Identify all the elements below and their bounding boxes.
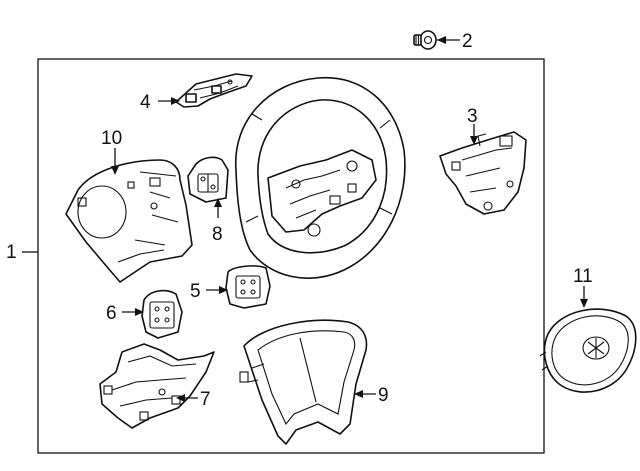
part-5-switch: 5: [190, 265, 271, 309]
part-4-trim-bracket: 4: [140, 73, 253, 113]
callout-11: 11: [573, 266, 593, 287]
trim-bracket-icon: [175, 73, 253, 108]
assembly-frame: [37, 58, 545, 454]
callout-8: 8: [212, 224, 223, 245]
switch-icon: [225, 265, 271, 309]
callout-9: 9: [378, 385, 389, 406]
part-6-switch: 6: [106, 289, 183, 339]
callout-3: 3: [467, 106, 478, 127]
callout-1: 1: [6, 242, 17, 263]
part-9-trim-cover: 9: [239, 319, 389, 445]
callout-7: 7: [200, 389, 211, 410]
steering-wheel: [235, 76, 406, 279]
lower-cover-icon: [65, 159, 193, 283]
part-11-airbag-module: 11: [539, 266, 637, 393]
part-3-bracket: 3: [439, 106, 527, 215]
screw-icon: [413, 30, 437, 50]
part-7-frame-bracket: 7: [99, 343, 215, 429]
part-1-steering-wheel-assembly: 1: [6, 242, 38, 263]
switch-icon: [141, 289, 183, 339]
switch-icon: [187, 156, 229, 203]
bracket-icon: [439, 131, 527, 215]
frame-bracket-icon: [99, 343, 215, 429]
trim-cover-icon: [239, 319, 368, 445]
callout-5: 5: [190, 281, 201, 302]
callout-2: 2: [462, 31, 473, 52]
part-10-lower-cover: 10: [65, 128, 193, 283]
callout-6: 6: [106, 303, 117, 324]
callout-4: 4: [140, 92, 151, 113]
callout-10: 10: [101, 128, 122, 149]
part-2-screw: 2: [413, 30, 473, 52]
part-8-switch: 8: [187, 156, 229, 245]
airbag-module-icon: [539, 308, 637, 393]
